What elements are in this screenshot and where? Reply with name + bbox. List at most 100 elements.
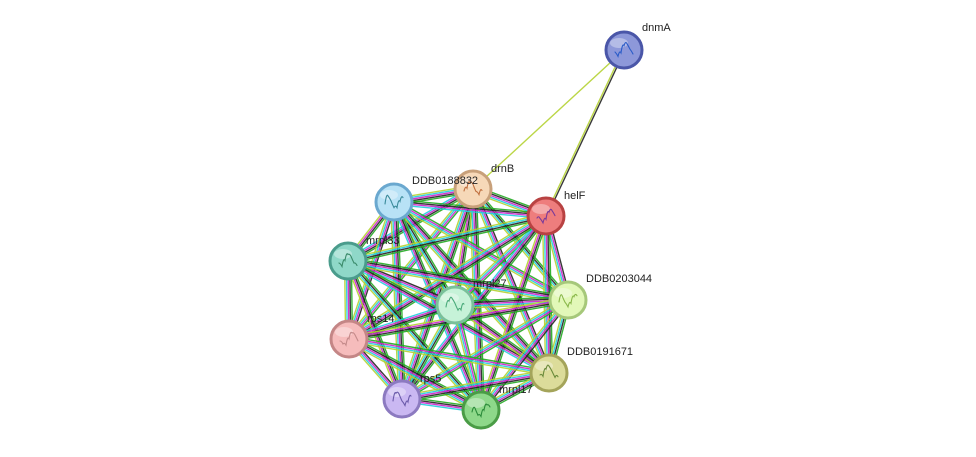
edge-evidence-textmining xyxy=(347,212,546,260)
edge-evidence-coexpression xyxy=(349,336,483,410)
edge-helF-mrpl33[interactable] xyxy=(347,212,547,265)
node-mrpl27[interactable]: mrpl27 xyxy=(435,278,507,325)
edge-evidence-experiments xyxy=(401,188,474,400)
node-label: DDB0191671 xyxy=(567,346,633,358)
edge-evidence-experiments xyxy=(394,200,569,300)
edge-evidence-textmining xyxy=(347,341,480,414)
node-mrpl17[interactable]: mrpl17 xyxy=(461,384,533,430)
edge-evidence-textmining xyxy=(544,49,624,216)
edge-evidence-neighborhood xyxy=(349,258,484,409)
node-circle[interactable] xyxy=(374,182,414,222)
node-circle[interactable] xyxy=(382,379,422,419)
node-label: rps5 xyxy=(420,373,441,385)
node-highlight xyxy=(535,361,553,371)
node-highlight xyxy=(532,204,550,214)
node-circle[interactable] xyxy=(453,169,493,209)
node-highlight xyxy=(335,327,353,337)
edge-evidence-database xyxy=(348,339,549,375)
protein-structure-icon xyxy=(558,293,578,309)
protein-structure-icon xyxy=(614,42,634,58)
node-label: dnmA xyxy=(642,22,671,34)
edge-evidence-coexpression xyxy=(546,50,626,217)
node-label: drnB xyxy=(491,163,514,175)
edge-evidence-neighborhood xyxy=(394,199,570,299)
node-highlight xyxy=(380,190,398,200)
node-label: helF xyxy=(564,190,586,202)
edge-evidence-coexpression xyxy=(348,216,547,263)
edge-evidence-experiments xyxy=(473,188,551,373)
protein-structure-icon xyxy=(536,208,556,225)
edge-evidence-textmining xyxy=(348,340,549,377)
edge-evidence-database xyxy=(470,189,481,411)
edge-evidence-database xyxy=(347,261,568,303)
protein-structure-icon xyxy=(392,391,412,408)
node-helF[interactable]: helF xyxy=(526,190,586,236)
node-circle[interactable] xyxy=(604,30,644,70)
edge-evidence-database xyxy=(399,188,473,399)
edge-evidence-coexpression xyxy=(348,259,483,410)
node-mrpl33[interactable]: mrpl33 xyxy=(328,235,400,281)
edge-dnmA-drnB[interactable] xyxy=(472,49,625,190)
network-nodes: dnmA drnB DDB0188832 helF mrpl33 mrpl27 DDB020… xyxy=(328,22,671,430)
edge-evidence-coexpression xyxy=(481,216,548,411)
edge-evidence-textmining xyxy=(401,368,549,397)
node-dnmA[interactable]: dnmA xyxy=(604,22,671,70)
node-highlight xyxy=(467,398,485,408)
edge-mrpl33-DDB0203044[interactable] xyxy=(347,256,569,305)
edge-evidence-database xyxy=(401,370,549,399)
node-circle[interactable] xyxy=(435,285,475,325)
node-label: mrpl27 xyxy=(473,278,507,290)
edge-evidence-database xyxy=(393,202,568,302)
node-rps5[interactable]: rps5 xyxy=(382,373,441,419)
edge-evidence-coexpression xyxy=(348,258,569,300)
protein-structure-icon xyxy=(339,331,359,347)
edge-evidence-neighborhood xyxy=(402,375,550,404)
node-circle[interactable] xyxy=(328,241,368,281)
node-highlight xyxy=(459,177,477,187)
node-drnB[interactable]: drnB xyxy=(453,163,514,209)
edge-evidence-textmining xyxy=(478,297,567,409)
protein-structure-icon xyxy=(445,296,465,312)
edge-rps14-DDB0191671[interactable] xyxy=(348,335,550,377)
node-DDB0191671[interactable]: DDB0191671 xyxy=(529,346,633,393)
edge-rps14-mrpl17[interactable] xyxy=(347,335,483,414)
edge-DDB0191671-rps5[interactable] xyxy=(401,368,550,404)
edge-evidence-neighborhood xyxy=(403,217,549,402)
edge-evidence-database xyxy=(393,203,546,220)
node-circle[interactable] xyxy=(548,280,588,320)
node-label: rps14 xyxy=(367,313,395,325)
edge-evidence-database xyxy=(347,214,546,261)
node-highlight xyxy=(554,288,572,298)
edge-evidence-database xyxy=(347,339,481,413)
edge-DDB0203044-mrpl17[interactable] xyxy=(478,297,571,413)
edge-DDB0188832-helF[interactable] xyxy=(393,198,547,220)
edge-dnmA-helF[interactable] xyxy=(544,49,626,217)
node-DDB0188832[interactable]: DDB0188832 xyxy=(374,175,478,222)
edge-evidence-database xyxy=(479,299,568,410)
node-DDB0203044[interactable]: DDB0203044 xyxy=(548,273,652,320)
edge-evidence-textmining xyxy=(472,49,625,190)
edge-evidence-coexpression xyxy=(402,373,550,402)
edge-evidence-neighborhood xyxy=(350,335,483,408)
edge-evidence-experiments xyxy=(393,202,546,218)
edge-evidence-experiments xyxy=(348,338,482,411)
edge-evidence-experiments xyxy=(401,372,550,400)
protein-structure-icon xyxy=(463,181,483,197)
node-label: DDB0203044 xyxy=(586,273,652,285)
network-edges xyxy=(343,49,626,414)
edge-evidence-neighborhood xyxy=(348,256,569,298)
node-circle[interactable] xyxy=(461,390,501,430)
edge-evidence-coexpression xyxy=(482,301,571,413)
edge-evidence-textmining xyxy=(347,263,568,305)
node-highlight xyxy=(334,249,352,259)
node-label: mrpl33 xyxy=(366,235,400,247)
node-circle[interactable] xyxy=(529,353,569,393)
node-label: DDB0188832 xyxy=(412,175,478,187)
edge-evidence-experiments xyxy=(349,337,550,373)
node-label: mrpl17 xyxy=(499,384,533,396)
edge-evidence-experiments xyxy=(481,300,570,411)
edge-evidence-neighborhood xyxy=(349,335,550,372)
node-rps14[interactable]: rps14 xyxy=(329,313,395,359)
protein-structure-icon xyxy=(384,194,404,210)
